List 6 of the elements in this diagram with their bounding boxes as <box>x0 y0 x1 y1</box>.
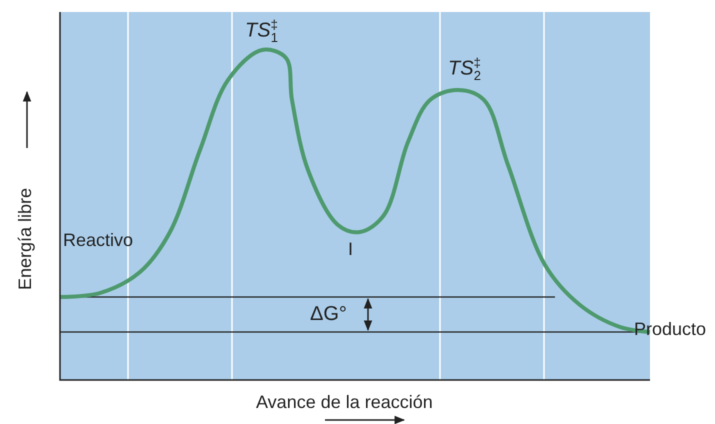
y-axis-title: Energía libre <box>16 186 34 290</box>
free-energy-change-label: ΔG° <box>310 304 347 324</box>
product-label: Producto <box>634 320 706 338</box>
reactant-label: Reactivo <box>63 231 134 249</box>
x-axis-title: Avance de la reacción <box>256 393 433 411</box>
intermediate-label: I <box>348 240 354 258</box>
